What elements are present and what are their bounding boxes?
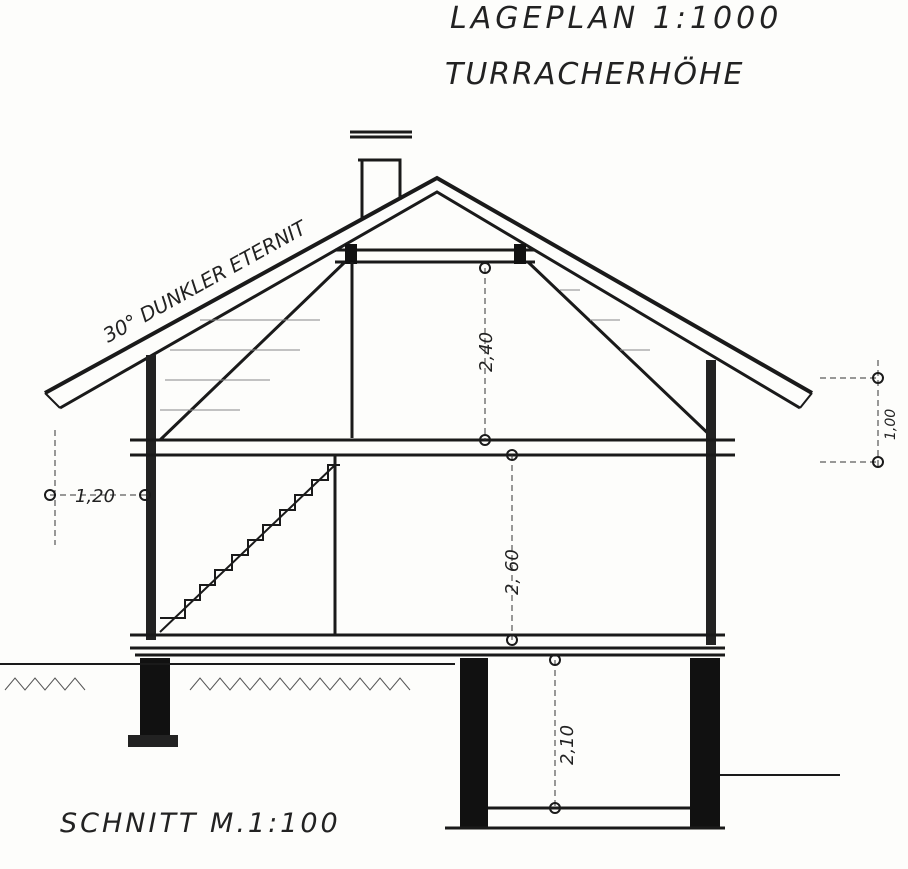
chimney: [350, 130, 412, 220]
dimension-lines: [44, 262, 884, 814]
basement-height-label: 2,10: [557, 725, 578, 765]
section-title: SCHNITT M.1:100: [60, 808, 341, 839]
staircase: [159, 464, 340, 633]
knee-wall-label: 1,00: [883, 409, 899, 440]
attic-height-label: 2,40: [476, 332, 497, 372]
floor-height-label: 2, 60: [502, 549, 523, 595]
roof: [44, 175, 813, 442]
walls: [130, 355, 735, 657]
foundation: [0, 658, 840, 830]
location-title: TURRACHERHÖHE: [445, 56, 745, 92]
site-plan-title: LAGEPLAN 1:1000: [450, 1, 782, 36]
sill-height-label: 1,20: [75, 486, 115, 507]
